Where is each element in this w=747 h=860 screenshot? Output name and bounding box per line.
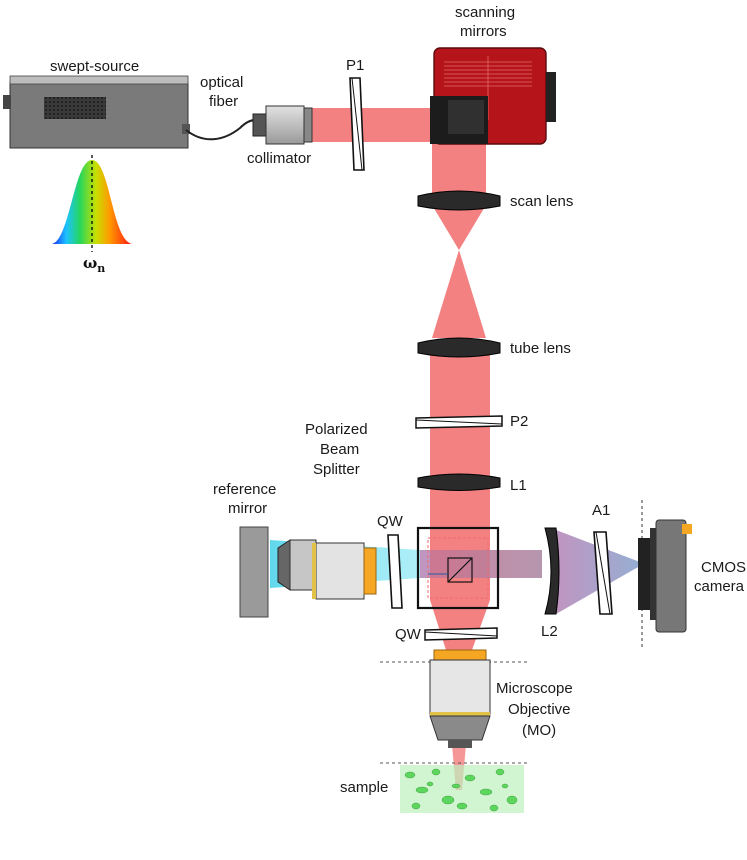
label-swept-source: swept-source [50, 58, 139, 75]
camera-icon [638, 519, 692, 633]
label-splitter: Splitter [313, 461, 360, 478]
lens-l2 [544, 527, 560, 615]
scanner-icon [430, 47, 556, 145]
label-a1: A1 [592, 502, 610, 519]
beam-splitter-cube [416, 526, 500, 610]
polarizer-p2 [415, 415, 503, 429]
label-tube-lens: tube lens [510, 340, 571, 357]
label-p1: P1 [346, 57, 364, 74]
label-camera: camera [694, 578, 745, 595]
label-l1: L1 [510, 477, 527, 494]
mirror-icon [239, 526, 269, 618]
label-polarized: Polarized [305, 421, 368, 438]
label-microscope: Microscope [496, 680, 573, 697]
optical-fiber [185, 119, 263, 141]
label-optical: optical [200, 74, 243, 91]
tube-lens [417, 337, 501, 358]
reference-objective [277, 539, 377, 600]
label-p2: P2 [510, 413, 528, 430]
spectrum-icon [52, 155, 132, 252]
label-mo: (MO) [522, 722, 556, 739]
label-collimator: collimator [247, 150, 311, 167]
label-cmos: CMOS [701, 559, 746, 576]
polarizer-p1 [349, 77, 365, 171]
sample-tissue [400, 765, 524, 813]
label-scanning: scanning [455, 4, 515, 21]
beam-horizontal [305, 108, 435, 142]
label-scan-lens: scan lens [510, 193, 573, 210]
collimator-icon [252, 105, 313, 145]
beam-focus-cone [432, 205, 486, 338]
beam-red-overlay-pbs [430, 550, 542, 578]
scan-lens [417, 190, 501, 211]
lens-l1 [417, 473, 501, 491]
label-qw-bottom: QW [395, 626, 422, 643]
beam-tube-to-pbs [430, 355, 490, 525]
quarter-wave-plate-sample [424, 627, 498, 641]
label-beam: Beam [320, 441, 359, 458]
quarter-wave-plate-reference [387, 534, 403, 609]
swept-source-device [3, 75, 190, 149]
label-mirrors: mirrors [460, 23, 507, 40]
analyzer-a1 [593, 531, 613, 615]
label-l2: L2 [541, 623, 558, 640]
label-fiber: fiber [209, 93, 238, 110]
label-mirror: mirror [228, 500, 267, 517]
label-reference: reference [213, 481, 276, 498]
beam-scan-to-scanlens [432, 143, 486, 200]
label-omega: ωn [83, 254, 105, 275]
label-omega-sub: n [97, 262, 105, 275]
label-sample: sample [340, 779, 388, 796]
beam-pbs-to-l2 [420, 550, 542, 578]
label-objective: Objective [508, 701, 571, 718]
label-qw-top: QW [377, 513, 404, 530]
objective-icon [429, 649, 491, 748]
